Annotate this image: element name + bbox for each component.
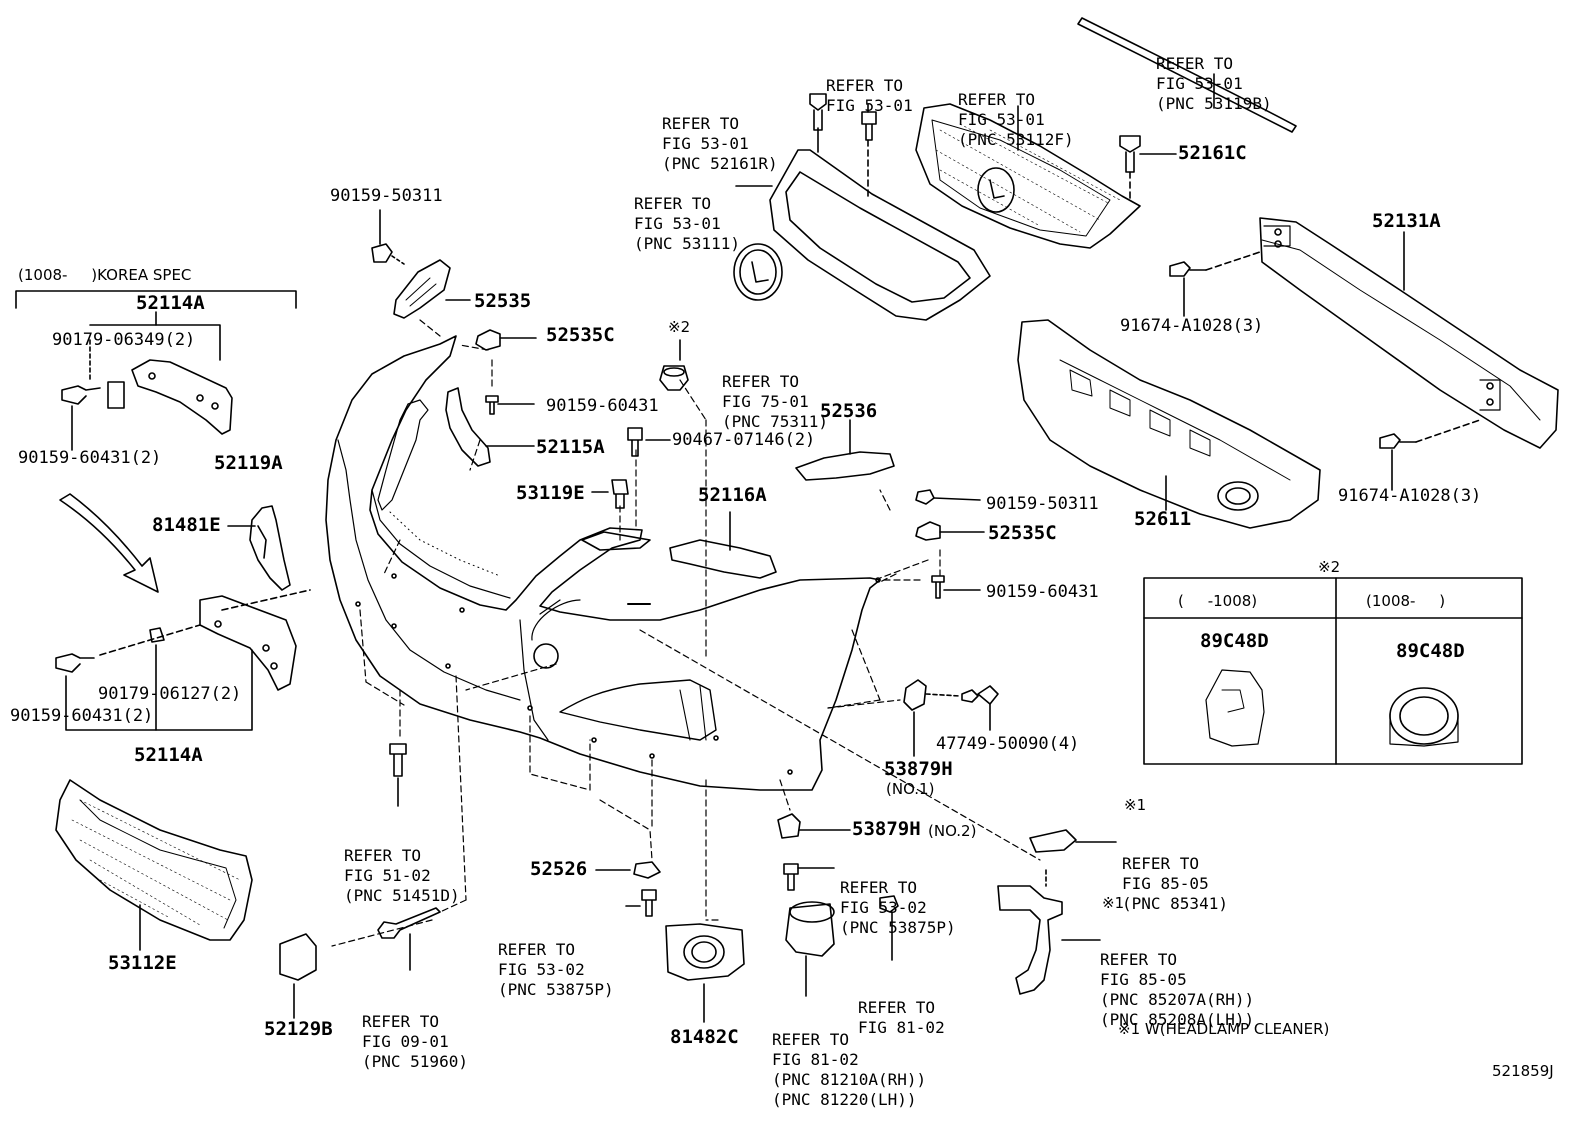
code-90467-07146: 90467-07146(2): [672, 430, 816, 450]
code-90159-60431-b: 90159-60431: [986, 582, 1099, 602]
diagram-id: 521859J: [1492, 1062, 1554, 1080]
code-90159-60431-2a: 90159-60431(2): [18, 448, 162, 468]
code-90179-06349: 90179-06349(2): [52, 330, 196, 350]
part-label-52119A: 52119A: [214, 452, 283, 474]
note-no1: (NO.1): [886, 780, 935, 798]
part-label-52115A: 52115A: [536, 436, 605, 458]
cleaner-nozzle-85207A-shape: [997, 869, 1101, 995]
table-col1-header: ( -1008): [1178, 592, 1258, 610]
part-label-53879H-no2: 53879H: [852, 818, 921, 840]
code-91674-A1028-b: 91674-A1028(3): [1338, 486, 1482, 506]
part-label-52114A-bottom: 52114A: [134, 744, 203, 766]
part-52129B-shape: [279, 933, 317, 1019]
part-52536-shape: [795, 419, 981, 505]
part-label-52535: 52535: [474, 290, 532, 312]
bolts-91674-shape: [1169, 251, 1481, 491]
part-label-81481E: 81481E: [152, 514, 221, 536]
direction-arrow: [59, 493, 159, 593]
part-52116A-shape: [669, 511, 777, 579]
korea-spec-label: (1008- )KOREA SPEC: [18, 266, 192, 284]
code-47749-50090: 47749-50090(4): [936, 734, 1080, 754]
part-label-89C48D-a: 89C48D: [1200, 630, 1269, 652]
part-label-53119E: 53119E: [516, 482, 585, 504]
assembly-dashed-lines: [331, 319, 1041, 947]
part-label-52114A-top: 52114A: [136, 292, 205, 314]
korea-spec-bracket-outline: [15, 290, 297, 361]
part-label-53112E: 53112E: [108, 952, 177, 974]
sensor-small-shape: [659, 339, 689, 391]
note-mark2-box: ※2: [1318, 558, 1341, 576]
part-label-52611: 52611: [1134, 508, 1192, 530]
part-52535C-right-shape: [915, 521, 985, 599]
part-label-89C48D-b: 89C48D: [1396, 640, 1465, 662]
note-mark1-a: ※1: [1124, 796, 1147, 814]
code-90179-06127: 90179-06127(2): [98, 684, 242, 704]
front-bumper-cover-52119A: [325, 335, 881, 791]
part-81482C-shape: [665, 923, 745, 1023]
bolt-90159-60431-shape: [485, 395, 535, 415]
part-53119E-shape: [581, 479, 651, 551]
code-90159-60431-a: 90159-60431: [546, 396, 659, 416]
part-52526-shape: [595, 861, 661, 917]
tow-hook-51960-shape: [377, 907, 441, 971]
grille-53112F-shape: [915, 103, 1141, 249]
code-90159-60431-2b: 90159-60431(2): [10, 706, 154, 726]
parts-diagram: (1008- )KOREA SPEC 52114A 52119A 81481E …: [10, 17, 1559, 1109]
part-81481E-shape: [227, 505, 291, 591]
code-90159-50311-a: 90159-50311: [330, 186, 443, 206]
clip-52161C-shape: [1119, 135, 1177, 201]
absorber-52611-shape: [1017, 319, 1321, 529]
part-53112E-grille-shape: [55, 779, 253, 951]
part-label-52161C: 52161C: [1178, 142, 1247, 164]
code-91674-A1028-a: 91674-A1028(3): [1120, 316, 1264, 336]
part-label-52526: 52526: [530, 858, 588, 880]
emblem-75311-shape: [733, 243, 783, 301]
note-mark2: ※2: [668, 318, 691, 336]
reinforcement-52131A-shape: [1259, 217, 1559, 449]
part-52535-bracket-shape: [371, 209, 471, 319]
code-90159-50311-b: 90159-50311: [986, 494, 1099, 514]
part-label-52129B: 52129B: [264, 1018, 333, 1040]
part-52115A-shape: [445, 387, 535, 467]
note-no2: (NO.2): [928, 822, 977, 840]
bracket-52114A-top-shape: [61, 339, 233, 451]
part-label-52535C-a: 52535C: [546, 324, 615, 346]
part-52535C-clip-shape: [475, 329, 537, 351]
table-col2-header: (1008- ): [1366, 592, 1446, 610]
cleaner-cap-85341-shape: [1029, 829, 1117, 853]
diagram-artwork: [15, 17, 1559, 1023]
clip-90467-shape: [627, 427, 671, 457]
bracket-52114A-bottom-shape: [55, 589, 311, 731]
grille-frame-53111-shape: [735, 93, 991, 321]
footnote-headlamp-cleaner: ※1 W(HEADLAMP CLEANER): [1118, 1020, 1330, 1038]
sensor-variant-table: [1143, 577, 1523, 765]
part-label-52535C-b: 52535C: [988, 522, 1057, 544]
part-53879H-no1-shape: [903, 679, 999, 757]
bolt-51451D-shape: [389, 743, 407, 807]
part-label-52131A: 52131A: [1372, 210, 1441, 232]
part-53879H-no2-shape: [777, 813, 851, 891]
note-mark1-b: ※1: [1102, 894, 1125, 912]
part-label-52536: 52536: [820, 400, 878, 422]
part-label-53879H-no1: 53879H: [884, 758, 953, 780]
part-label-52116A: 52116A: [698, 484, 767, 506]
sensor-81210A-shape: [785, 895, 899, 997]
part-label-81482C: 81482C: [670, 1026, 739, 1048]
molding-53119B-shape: [1077, 17, 1297, 133]
